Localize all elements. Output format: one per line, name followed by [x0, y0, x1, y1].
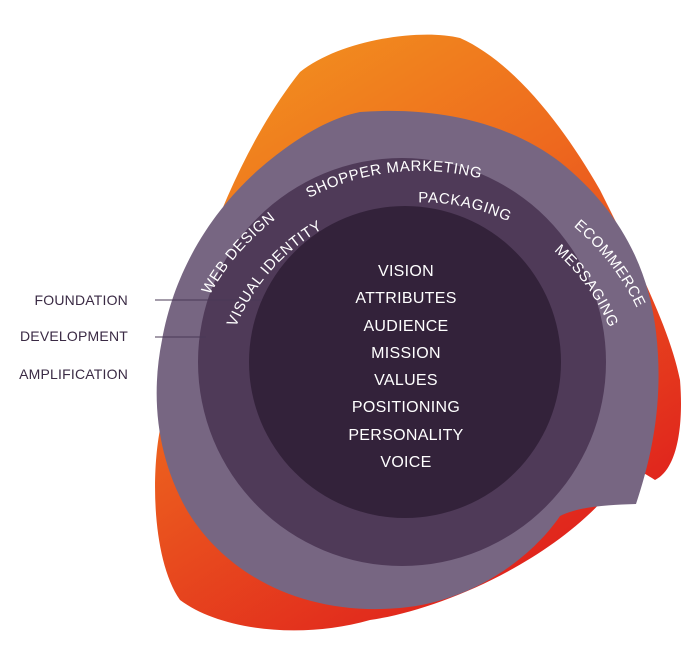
core-item-attributes: ATTRIBUTES [355, 290, 457, 308]
foundation-core [249, 206, 561, 518]
foundation-label: FOUNDATION [34, 292, 128, 308]
amplification-label: AMPLIFICATION [19, 366, 128, 382]
development-label: DEVELOPMENT [20, 328, 128, 344]
core-item-mission: MISSION [371, 344, 441, 362]
core-item-vision: VISION [377, 263, 435, 280]
core-item-personality: PERSONALITY [348, 426, 464, 444]
core-items-list: VISION ATTRIBUTES AUDIENCE MISSION VALUE… [306, 258, 506, 476]
core-item-positioning: POSITIONING [351, 399, 461, 417]
core-item-values: VALUES [374, 372, 438, 390]
core-item-voice: VOICE [380, 454, 432, 472]
core-item-audience: AUDIENCE [363, 317, 449, 335]
